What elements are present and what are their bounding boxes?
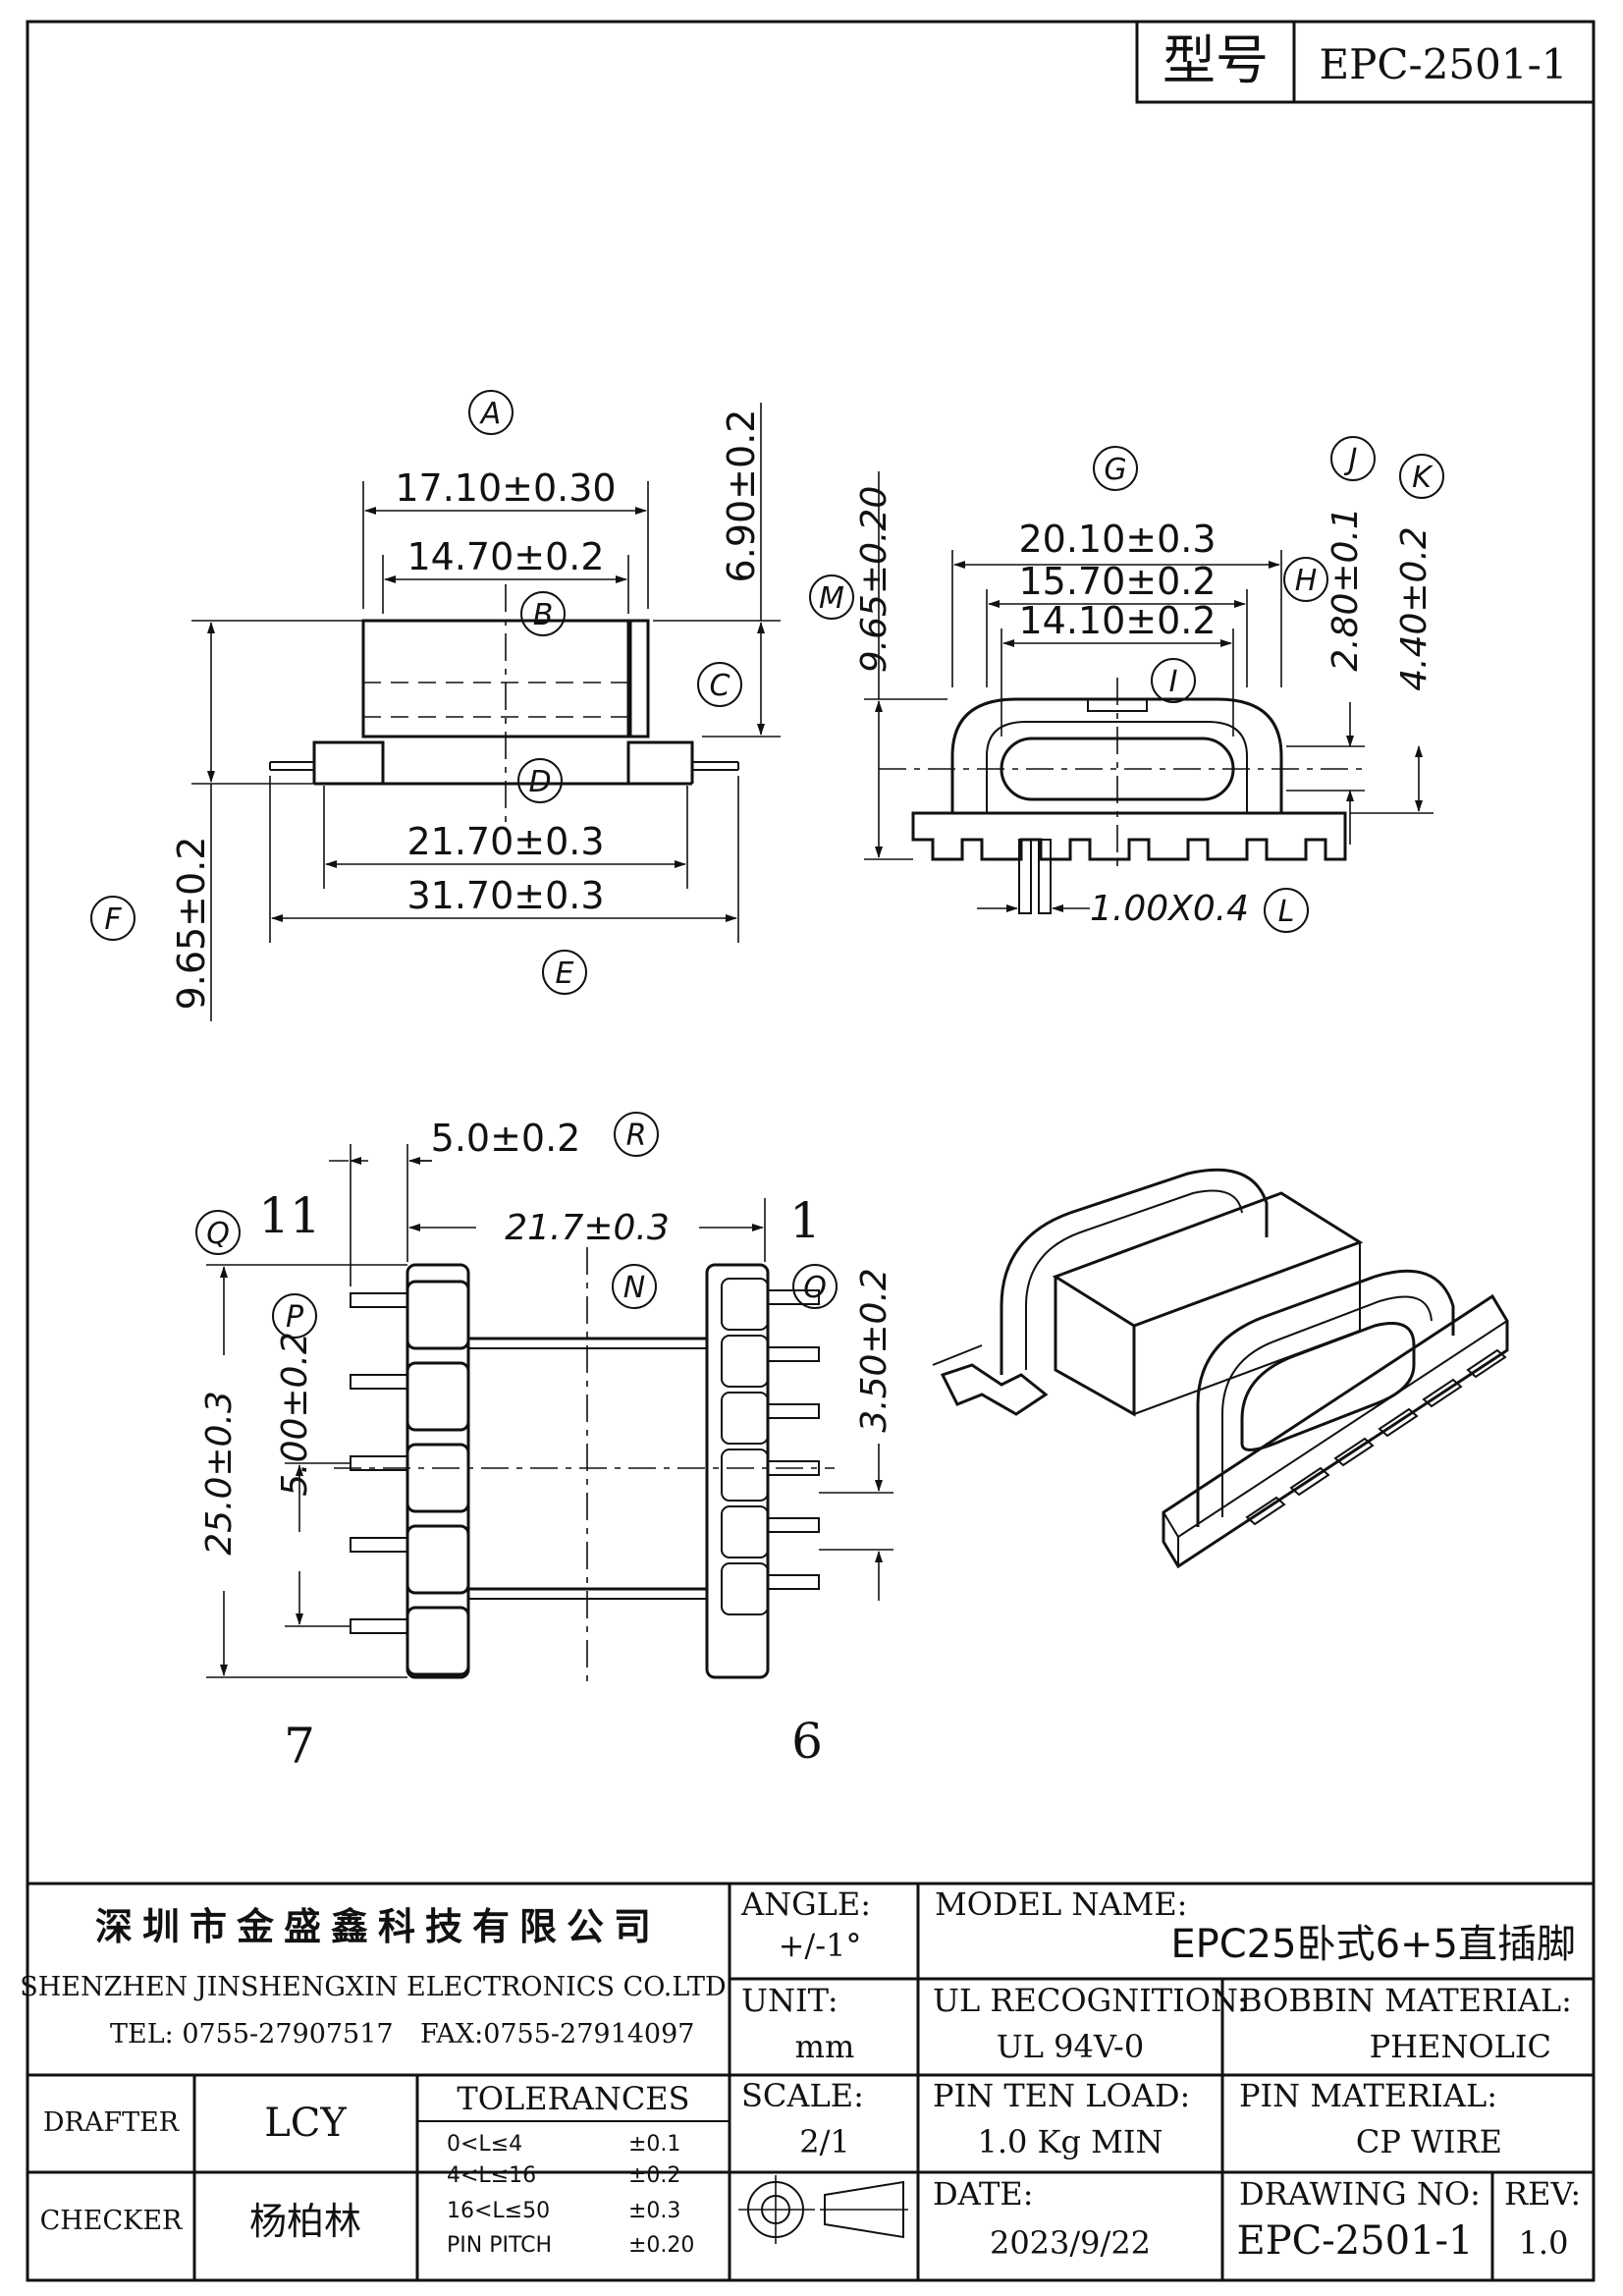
tolerances-label: TOLERANCES xyxy=(457,2080,689,2117)
bobbin-value: PHENOLIC xyxy=(1370,2028,1551,2065)
tol-value-1: ±0.1 xyxy=(628,2132,680,2157)
front-view: 17.10±0.30 14.70±0.2 6.90±0.2 21.70±0.3 … xyxy=(90,390,781,1021)
dim-b: 14.70±0.2 xyxy=(406,535,604,578)
company-tel: TEL: 0755-27907517 xyxy=(110,2019,394,2050)
drafter-value: LCY xyxy=(264,2101,347,2146)
company-fax: FAX:0755-27914097 xyxy=(420,2019,694,2050)
tol-range-3: 16<L≤50 xyxy=(447,2199,550,2223)
title-block: 深圳市金盛鑫科技有限公司 SHENZHEN JINSHENGXIN ELECTR… xyxy=(20,1882,1596,2282)
checker-label: CHECKER xyxy=(40,2206,183,2236)
dim-l: 1.00X0.4 xyxy=(1090,889,1249,929)
dim-n: 21.7±0.3 xyxy=(505,1208,670,1248)
dim-f: 9.65±0.2 xyxy=(170,837,213,1011)
drawing-no-value: EPC-2501-1 xyxy=(1237,2218,1474,2264)
dim-c: 6.90±0.2 xyxy=(720,410,763,583)
isometric-view xyxy=(932,1168,1509,1569)
dim-o: 3.50±0.2 xyxy=(854,1268,894,1433)
callout-o: O xyxy=(803,1271,827,1305)
dim-g: 20.10±0.3 xyxy=(1018,518,1216,561)
header-model: EPC-2501-1 xyxy=(1319,40,1567,88)
callout-d: D xyxy=(528,765,551,799)
pin-ten-value: 1.0 Kg MIN xyxy=(977,2123,1163,2160)
tol-value-2: ±0.2 xyxy=(628,2163,680,2188)
scale-label: SCALE: xyxy=(741,2077,864,2114)
tol-range-1: 0<L≤4 xyxy=(447,2132,522,2157)
dim-q: 25.0±0.3 xyxy=(199,1391,240,1556)
rev-label: REV: xyxy=(1504,2175,1581,2213)
tol-range-4: PIN PITCH xyxy=(447,2233,552,2258)
date-label: DATE: xyxy=(933,2175,1034,2213)
pin-6-label: 6 xyxy=(791,1713,823,1770)
type-label: 型号 xyxy=(1163,29,1269,91)
rev-value: 1.0 xyxy=(1519,2224,1569,2262)
dim-e: 31.70±0.3 xyxy=(406,874,604,917)
pin-mat-label: PIN MATERIAL: xyxy=(1239,2077,1497,2114)
callout-q: Q xyxy=(206,1217,230,1251)
angle-value: +/-1° xyxy=(779,1927,862,1964)
callout-f: F xyxy=(104,902,122,937)
company-en: SHENZHEN JINSHENGXIN ELECTRONICS CO.LTD xyxy=(20,1972,726,2002)
callout-m: M xyxy=(819,581,844,616)
callout-g: G xyxy=(1104,453,1126,487)
dim-k: 4.40±0.2 xyxy=(1394,526,1434,691)
date-value: 2023/9/22 xyxy=(990,2224,1151,2262)
tol-value-4: ±0.20 xyxy=(628,2233,694,2258)
callout-b: B xyxy=(533,598,554,632)
pin-1-label: 1 xyxy=(789,1192,821,1249)
drafter-label: DRAFTER xyxy=(43,2107,180,2138)
dim-j: 2.80±0.1 xyxy=(1325,507,1366,672)
unit-value: mm xyxy=(795,2028,855,2065)
callout-n: N xyxy=(623,1271,645,1305)
bobbin-label: BOBBIN MATERIAL: xyxy=(1239,1982,1572,2019)
dim-i: 14.10±0.2 xyxy=(1018,599,1216,642)
header-box: 型号 EPC-2501-1 xyxy=(1135,20,1596,104)
callout-c: C xyxy=(710,669,730,703)
callout-p: P xyxy=(286,1300,304,1335)
dim-d: 21.70±0.3 xyxy=(406,820,604,863)
projection-symbol-icon xyxy=(738,2175,908,2244)
model-name-value: EPC25卧式6+5直插脚 xyxy=(1170,1922,1576,1967)
side-view: 20.10±0.3 15.70±0.2 14.10±0.2 2.80±0.1 4… xyxy=(809,436,1444,933)
dim-r: 5.0±0.2 xyxy=(431,1117,581,1160)
callout-h: H xyxy=(1295,564,1318,598)
callout-i: I xyxy=(1169,665,1178,699)
scale-value: 2/1 xyxy=(799,2123,850,2160)
callout-j: J xyxy=(1344,443,1358,477)
angle-label: ANGLE: xyxy=(740,1886,871,1923)
ul-value: UL 94V-0 xyxy=(997,2028,1144,2065)
dim-p: 5.00±0.2 xyxy=(275,1332,315,1497)
callout-l: L xyxy=(1278,895,1295,929)
callout-e: E xyxy=(556,957,574,991)
unit-label: UNIT: xyxy=(741,1982,839,2019)
tol-value-3: ±0.3 xyxy=(628,2199,680,2223)
pin-mat-value: CP WIRE xyxy=(1356,2123,1502,2160)
callout-k: K xyxy=(1412,461,1434,495)
pin-11-label: 11 xyxy=(258,1187,321,1244)
callout-r: R xyxy=(626,1119,647,1153)
company-cn: 深圳市金盛鑫科技有限公司 xyxy=(95,1905,661,1948)
ul-label: UL RECOGNITION: xyxy=(933,1982,1248,2019)
checker-value: 杨柏林 xyxy=(249,2200,361,2243)
dim-m: 9.65±0.20 xyxy=(854,486,894,673)
bottom-view: 5.0±0.2 21.7±0.3 3.50±0.2 5.00±0.2 25.0±… xyxy=(195,1112,894,1775)
callout-a: A xyxy=(479,397,502,431)
drawing-no-label: DRAWING NO: xyxy=(1239,2175,1481,2213)
dim-h: 15.70±0.2 xyxy=(1018,560,1216,603)
model-name-label: MODEL NAME: xyxy=(935,1886,1187,1923)
tol-range-2: 4<L≤16 xyxy=(447,2163,536,2188)
dim-a: 17.10±0.30 xyxy=(395,466,616,510)
pin-ten-label: PIN TEN LOAD: xyxy=(933,2077,1190,2114)
pin-7-label: 7 xyxy=(284,1718,315,1775)
